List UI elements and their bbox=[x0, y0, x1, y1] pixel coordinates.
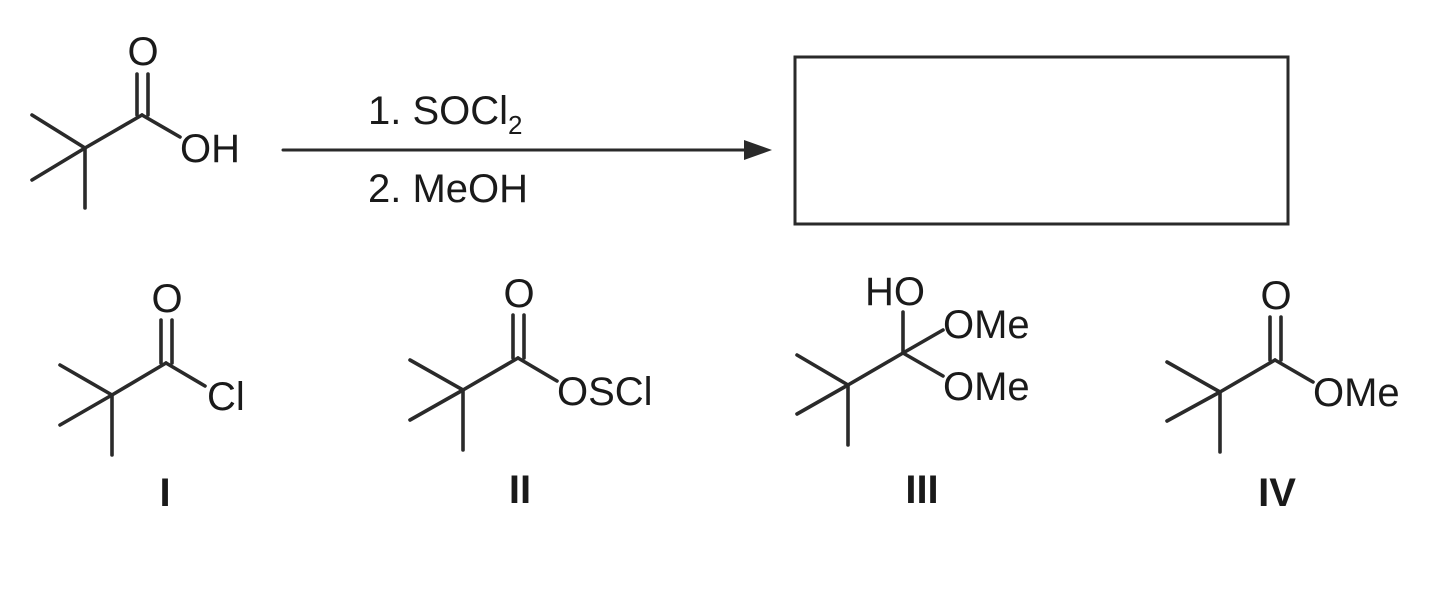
bond bbox=[901, 351, 945, 378]
starting-material-structure: O OH bbox=[30, 30, 240, 210]
choice-numeral-II: II bbox=[509, 468, 531, 512]
bond bbox=[140, 113, 182, 139]
bond bbox=[110, 361, 168, 397]
bond bbox=[516, 356, 559, 383]
bond bbox=[164, 361, 207, 388]
condition-step-2: 2. MeOH bbox=[368, 167, 528, 211]
chloro-label: Cl bbox=[207, 375, 245, 419]
methoxy-bottom-label: OMe bbox=[943, 365, 1030, 409]
oxygen-label: O bbox=[1260, 274, 1291, 318]
methoxy-top-label: OMe bbox=[943, 303, 1030, 347]
bond bbox=[795, 383, 850, 416]
choice-II-structure: O OSCl II bbox=[408, 272, 653, 512]
product-answer-box[interactable] bbox=[793, 55, 1290, 226]
bond bbox=[461, 356, 520, 392]
bond bbox=[408, 358, 465, 392]
bond bbox=[846, 351, 905, 387]
chlorosulfite-label: OSCl bbox=[557, 370, 653, 414]
bond bbox=[795, 353, 850, 387]
bond bbox=[1218, 358, 1277, 394]
methoxy-label: OMe bbox=[1313, 371, 1400, 415]
bond bbox=[1165, 360, 1222, 394]
bond bbox=[901, 328, 945, 355]
oxygen-label: O bbox=[151, 277, 182, 321]
bond bbox=[83, 113, 144, 150]
bond bbox=[58, 393, 114, 427]
choice-numeral-III: III bbox=[905, 468, 938, 512]
bond bbox=[408, 388, 465, 422]
hydroxyl-label: HO bbox=[865, 270, 925, 314]
choice-III-structure: HO OMe OMe III bbox=[795, 270, 1030, 512]
choice-IV-structure: O OMe IV bbox=[1165, 274, 1400, 515]
oxygen-label: O bbox=[127, 30, 158, 74]
bond bbox=[58, 363, 114, 397]
bond bbox=[30, 113, 87, 150]
hydroxyl-label: OH bbox=[180, 127, 240, 171]
arrow-head bbox=[744, 140, 772, 160]
bond bbox=[1273, 358, 1315, 384]
choice-I-structure: O Cl I bbox=[58, 277, 245, 515]
oxygen-label: O bbox=[503, 272, 534, 316]
condition-step-1: 1. SOCl2 bbox=[368, 89, 523, 140]
bond bbox=[30, 146, 87, 182]
choice-numeral-I: I bbox=[159, 471, 170, 515]
bond bbox=[1165, 390, 1222, 423]
reaction-arrow-group: 1. SOCl2 2. MeOH bbox=[281, 89, 772, 211]
choice-numeral-IV: IV bbox=[1258, 471, 1296, 515]
